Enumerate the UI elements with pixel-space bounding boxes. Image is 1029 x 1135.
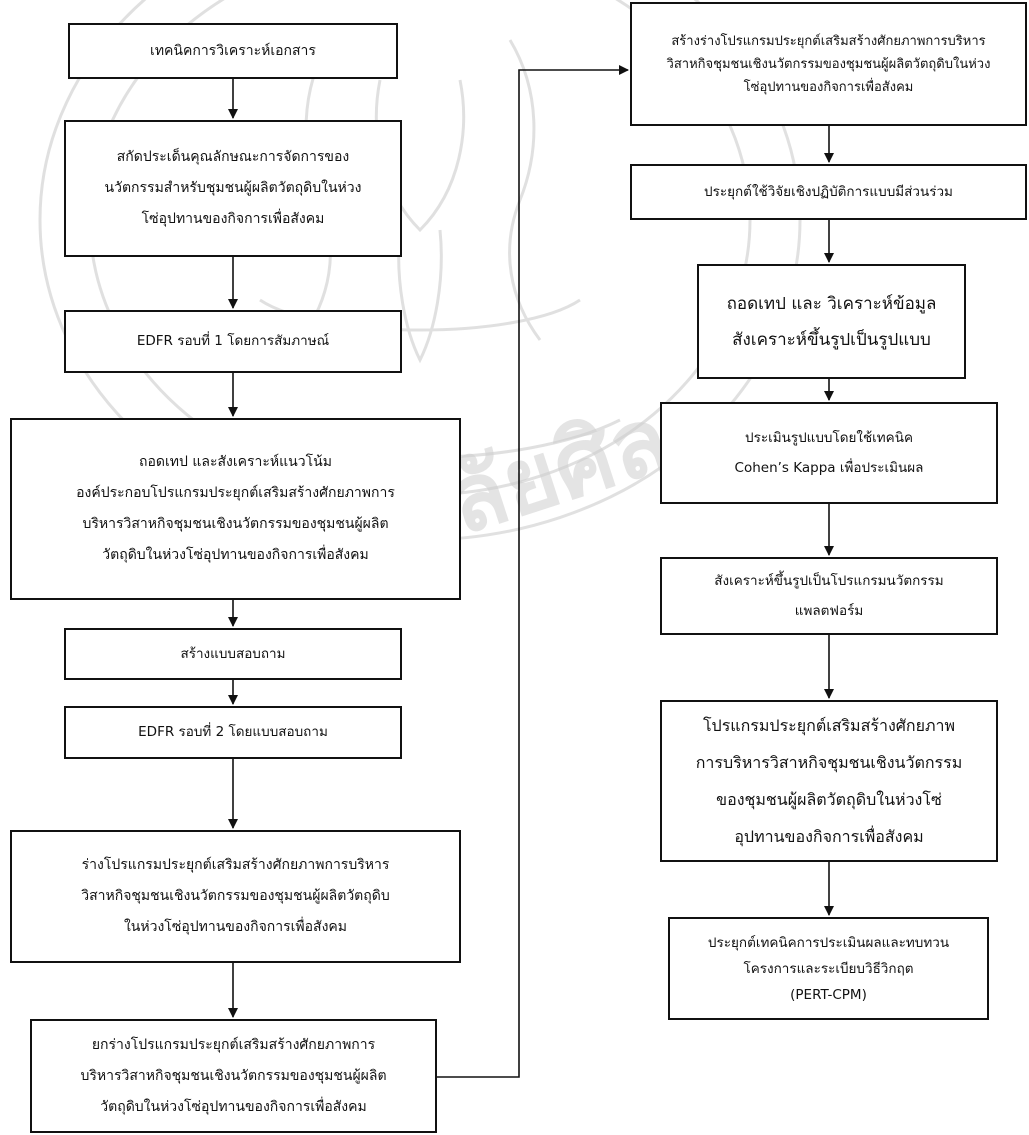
step-15-pert-cpm: ประยุกต์เทคนิคการประเมินผลและทบทวน โครงก… <box>668 917 989 1020</box>
step-4-transcribe-synthesize: ถอดเทป และสังเคราะห์แนวโน้ม องค์ประกอบโป… <box>10 418 461 600</box>
step-9-line-3: โซ่อุปทานของกิจการเพื่อสังคม <box>743 79 914 95</box>
step-8-line-3: วัตถุดิบในห่วงโซ่อุปทานของกิจการเพื่อสัง… <box>100 1098 367 1115</box>
step-11-line-2: สังเคราะห์ขึ้นรูปเป็นรูปแบบ <box>732 329 931 350</box>
step-8-revise-draft-program: ยกร่างโปรแกรมประยุกต์เสริมสร้างศักยภาพกา… <box>30 1019 437 1133</box>
step-7-draft-program: ร่างโปรแกรมประยุกต์เสริมสร้างศักยภาพการบ… <box>10 830 461 963</box>
step-9-line-1: สร้างร่างโปรแกรมประยุกต์เสริมสร้างศักยภา… <box>671 33 986 49</box>
step-9-create-draft-program: สร้างร่างโปรแกรมประยุกต์เสริมสร้างศักยภา… <box>630 2 1027 126</box>
step-2-line-2: นวัตกรรมสำหรับชุมชนผู้ผลิตวัตถุดิบในห่วง <box>104 180 362 196</box>
step-15-line-3: (PERT-CPM) <box>790 986 867 1003</box>
step-10-line-1: ประยุกต์ใช้วิจัยเชิงปฏิบัติการแบบมีส่วนร… <box>704 183 953 200</box>
step-12-line-1: ประเมินรูปแบบโดยใช้เทคนิค <box>745 430 913 446</box>
step-12-cohens-kappa-evaluation: ประเมินรูปแบบโดยใช้เทคนิค Cohen’s Kappa … <box>660 402 998 504</box>
step-4-line-4: วัตถุดิบในห่วงโซ่อุปทานของกิจการเพื่อสัง… <box>102 547 369 563</box>
step-14-final-program: โปรแกรมประยุกต์เสริมสร้างศักยภาพ การบริห… <box>660 700 998 862</box>
step-6-line-1: EDFR รอบที่ 2 โดยแบบสอบถาม <box>138 724 328 740</box>
step-11-analyze-data: ถอดเทป และ วิเคราะห์ข้อมูล สังเคราะห์ขึ้… <box>697 264 966 379</box>
step-13-line-2: แพลตฟอร์ม <box>794 603 864 619</box>
step-12-line-2: Cohen’s Kappa เพื่อประเมินผล <box>734 460 924 476</box>
step-15-line-1: ประยุกต์เทคนิคการประเมินผลและทบทวน <box>707 934 950 951</box>
step-14-line-3: ของชุมชนผู้ผลิตวัตถุดิบในห่วงโซ่ <box>716 790 942 809</box>
step-5-create-questionnaire: สร้างแบบสอบถาม <box>64 628 402 680</box>
step-4-line-2: องค์ประกอบโปรแกรมประยุกต์เสริมสร้างศักยภ… <box>76 485 395 501</box>
step-3-line-1: EDFR รอบที่ 1 โดยการสัมภาษณ์ <box>136 333 330 349</box>
step-7-line-3: ในห่วงโซ่อุปทานของกิจการเพื่อสังคม <box>123 919 348 935</box>
step-6-edfr-round-2: EDFR รอบที่ 2 โดยแบบสอบถาม <box>64 706 402 759</box>
step-1-line-1: เทคนิคการวิเคราะห์เอกสาร <box>150 42 316 59</box>
arrow-8-9 <box>437 65 629 1078</box>
step-9-line-2: วิสาหกิจชุมชนเชิงนวัตกรรมของชุมชนผู้ผลิต… <box>666 56 991 72</box>
step-2-extract-characteristics: สกัดประเด็นคุณลักษณะการจัดการของ นวัตกรร… <box>64 120 402 257</box>
step-5-line-1: สร้างแบบสอบถาม <box>180 645 286 662</box>
step-2-line-3: โซ่อุปทานของกิจการเพื่อสังคม <box>141 211 325 227</box>
step-8-line-1: ยกร่างโปรแกรมประยุกต์เสริมสร้างศักยภาพกา… <box>91 1036 376 1053</box>
step-7-line-2: วิสาหกิจชุมชนเชิงนวัตกรรมของชุมชนผู้ผลิต… <box>81 888 390 904</box>
step-13-innovation-platform: สังเคราะห์ขึ้นรูปเป็นโปรแกรมนวัตกรรม แพล… <box>660 557 998 635</box>
step-8-line-2: บริหารวิสาหกิจชุมชนเชิงนวัตกรรมของชุมชนผ… <box>80 1067 387 1084</box>
step-10-participatory-action-research: ประยุกต์ใช้วิจัยเชิงปฏิบัติการแบบมีส่วนร… <box>630 164 1027 220</box>
step-14-line-1: โปรแกรมประยุกต์เสริมสร้างศักยภาพ <box>702 716 956 735</box>
step-11-line-1: ถอดเทป และ วิเคราะห์ข้อมูล <box>726 293 937 314</box>
step-1-document-analysis: เทคนิคการวิเคราะห์เอกสาร <box>68 23 398 79</box>
step-3-edfr-round-1: EDFR รอบที่ 1 โดยการสัมภาษณ์ <box>64 310 402 373</box>
step-15-line-2: โครงการและระเบียบวิธีวิกฤต <box>743 960 914 977</box>
step-14-line-2: การบริหารวิสาหกิจชุมชนเชิงนวัตกรรม <box>695 753 963 772</box>
step-13-line-1: สังเคราะห์ขึ้นรูปเป็นโปรแกรมนวัตกรรม <box>714 573 944 589</box>
step-4-line-1: ถอดเทป และสังเคราะห์แนวโน้ม <box>139 454 332 470</box>
step-2-line-1: สกัดประเด็นคุณลักษณะการจัดการของ <box>116 149 350 165</box>
step-14-line-4: อุปทานของกิจการเพื่อสังคม <box>734 827 924 846</box>
step-7-line-1: ร่างโปรแกรมประยุกต์เสริมสร้างศักยภาพการบ… <box>81 857 390 873</box>
step-4-line-3: บริหารวิสาหกิจชุมชนเชิงนวัตกรรมของชุมชนผ… <box>82 516 389 532</box>
